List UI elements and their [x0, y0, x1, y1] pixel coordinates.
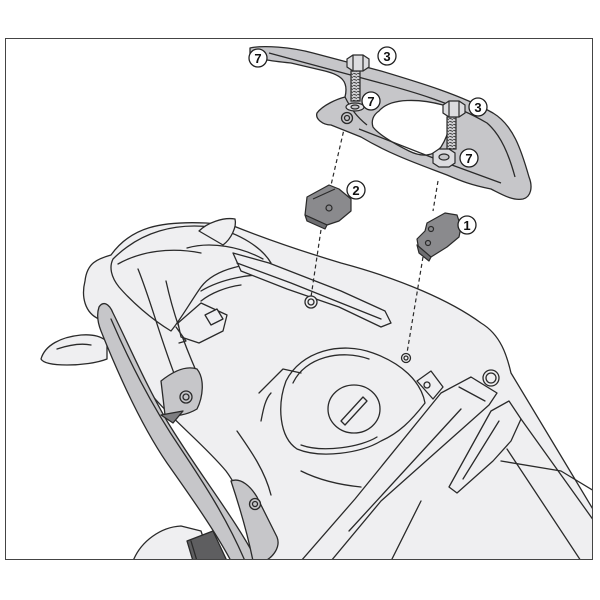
callout-3-left-bolt: 3	[377, 46, 397, 66]
svg-text:2: 2	[352, 183, 359, 198]
motorcycle-tail	[40, 217, 592, 559]
callout-7-right-nut: 7	[459, 148, 479, 168]
svg-text:7: 7	[254, 51, 261, 66]
rear-rack-plate	[249, 45, 532, 201]
bracket-1	[416, 212, 462, 262]
svg-text:1: 1	[463, 218, 470, 233]
callout-7-left-end: 7	[248, 48, 268, 68]
svg-text:3: 3	[383, 49, 390, 64]
bolt-left	[345, 54, 370, 112]
bolt-right	[432, 100, 466, 168]
callout-2-bracket: 2	[346, 180, 366, 200]
diagram-frame: 7 3 7 3 7	[5, 38, 593, 560]
svg-text:3: 3	[474, 100, 481, 115]
assembly-illustration: 7 3 7 3 7	[40, 45, 592, 559]
bracket-2	[304, 184, 352, 230]
callouts: 7 3 7 3 7	[248, 46, 488, 235]
callout-7-left-washer: 7	[361, 91, 381, 111]
svg-text:7: 7	[465, 151, 472, 166]
callout-1-bracket: 1	[457, 215, 477, 235]
callout-3-right-bolt: 3	[468, 97, 488, 117]
svg-text:7: 7	[367, 94, 374, 109]
